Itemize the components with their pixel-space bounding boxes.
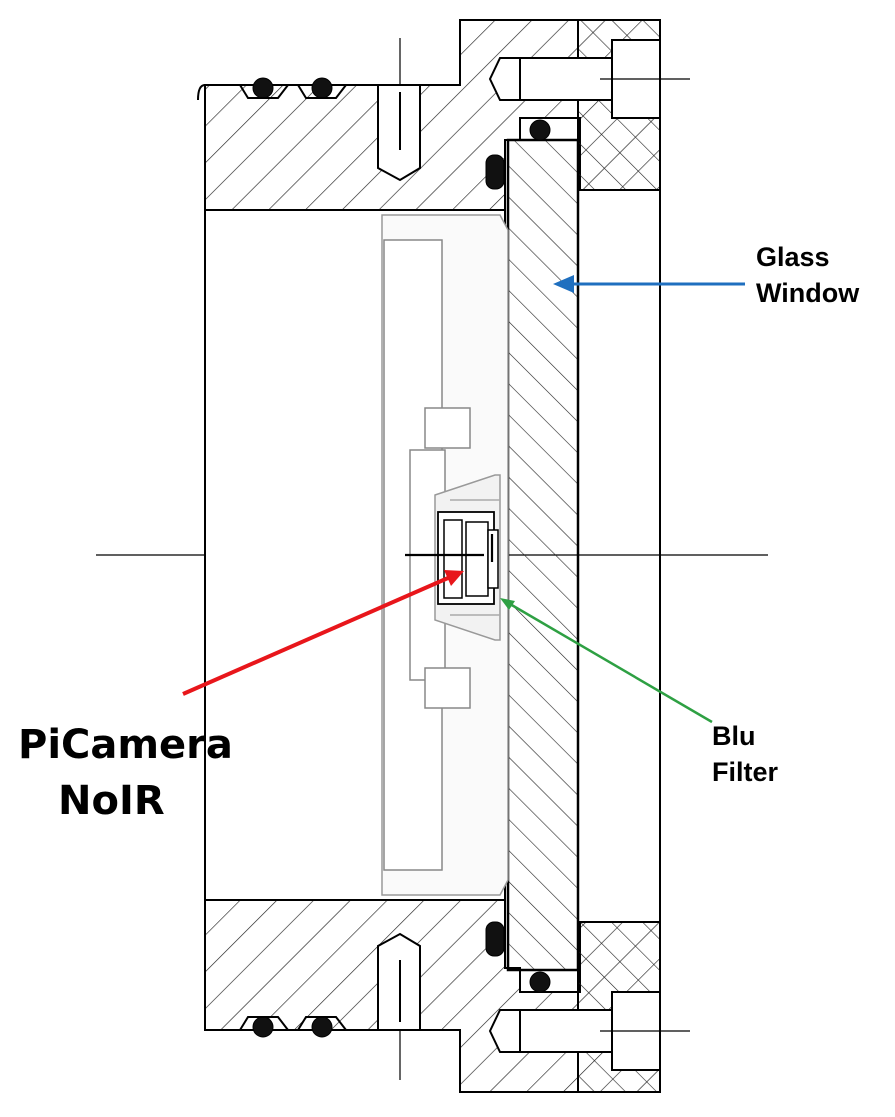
- clamp-flange: [577, 19, 661, 1093]
- blu-filter-label-line2: Filter: [712, 757, 779, 787]
- picamera-label-line1: PiCamera: [18, 722, 233, 768]
- radial-screws: [377, 38, 421, 1080]
- o-ring-grooves: [239, 84, 347, 1031]
- glass-window-label-line2: Window: [756, 278, 860, 308]
- glass-window-label-line1: Glass: [756, 242, 830, 272]
- glass-window-plate: [506, 138, 580, 972]
- picamera-module: [405, 511, 499, 605]
- blu-filter-arrow: [500, 598, 713, 724]
- picamera-label-line2: NoIR: [58, 778, 165, 824]
- glass-window-arrow: [553, 275, 745, 293]
- picamera-arrow: [182, 570, 464, 696]
- blu-filter-label-line1: Blu: [712, 721, 756, 751]
- o-rings: [252, 77, 551, 1038]
- axial-screws: [488, 39, 690, 1071]
